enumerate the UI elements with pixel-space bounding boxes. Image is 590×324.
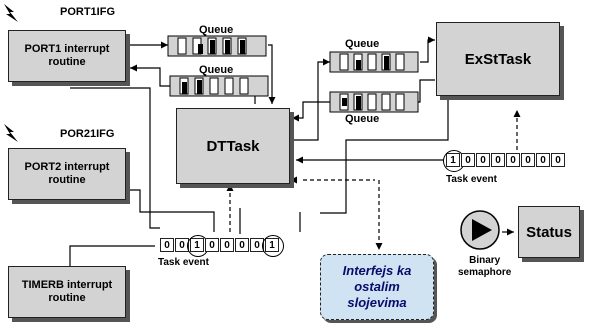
event-bit-cell: 0 (551, 153, 565, 167)
queue2-label: Queue (199, 64, 234, 76)
event-bit-cell: 0 (476, 153, 490, 167)
event-bit-cell: 0 (235, 238, 249, 252)
event-bit-cell: 0 (461, 153, 475, 167)
timerb-interrupt-routine: TIMERB interrupt routine (8, 266, 126, 318)
queue-icon (329, 91, 419, 113)
queue-icon (329, 51, 419, 73)
interrupt-bolt-icon (4, 124, 18, 142)
event-bit-cell: 1 (187, 235, 209, 257)
task-event-label-right: Task event (446, 174, 497, 185)
event-bit-cell: 0 (250, 238, 264, 252)
play-semaphore-icon (460, 210, 500, 250)
event-bit-cell: 0 (160, 238, 174, 252)
queue-icon (167, 35, 267, 57)
dttask-box: DTTask (176, 108, 290, 184)
event-bit-cell: 0 (205, 238, 219, 252)
event-bit-cell: 1 (443, 150, 465, 172)
port1-flag-label: PORT1IFG (60, 6, 116, 18)
queue4-label: Queue (345, 113, 380, 125)
event-bit-cell: 1 (262, 235, 284, 257)
queue1-to-dttask-line (268, 44, 276, 104)
queue-icon (169, 75, 269, 97)
exsttask-box: ExStTask (436, 22, 560, 96)
task-event-label-bottom: Task event (158, 257, 209, 268)
event-bit-cell: 0 (521, 153, 535, 167)
event-bit-cell: 0 (220, 238, 234, 252)
interrupt-bolt-icon (4, 4, 18, 22)
queue3-label: Queue (345, 38, 380, 50)
semaphore-label: Binary semaphore (458, 255, 512, 278)
interface-box: Interfejs ka ostalim slojevima (320, 254, 434, 320)
port2-interrupt-routine: PORT2 interrupt routine (8, 148, 126, 200)
event-bit-cell: 0 (536, 153, 550, 167)
status-box: Status (518, 206, 580, 258)
port2-flag-label: POR21IFG (60, 128, 115, 140)
event-bit-cell: 0 (491, 153, 505, 167)
event-bit-cell: 0 (506, 153, 520, 167)
port1-interrupt-routine: PORT1 interrupt routine (8, 30, 126, 82)
queue1-label: Queue (199, 24, 234, 36)
event-bit-cell: 0 (175, 238, 189, 252)
